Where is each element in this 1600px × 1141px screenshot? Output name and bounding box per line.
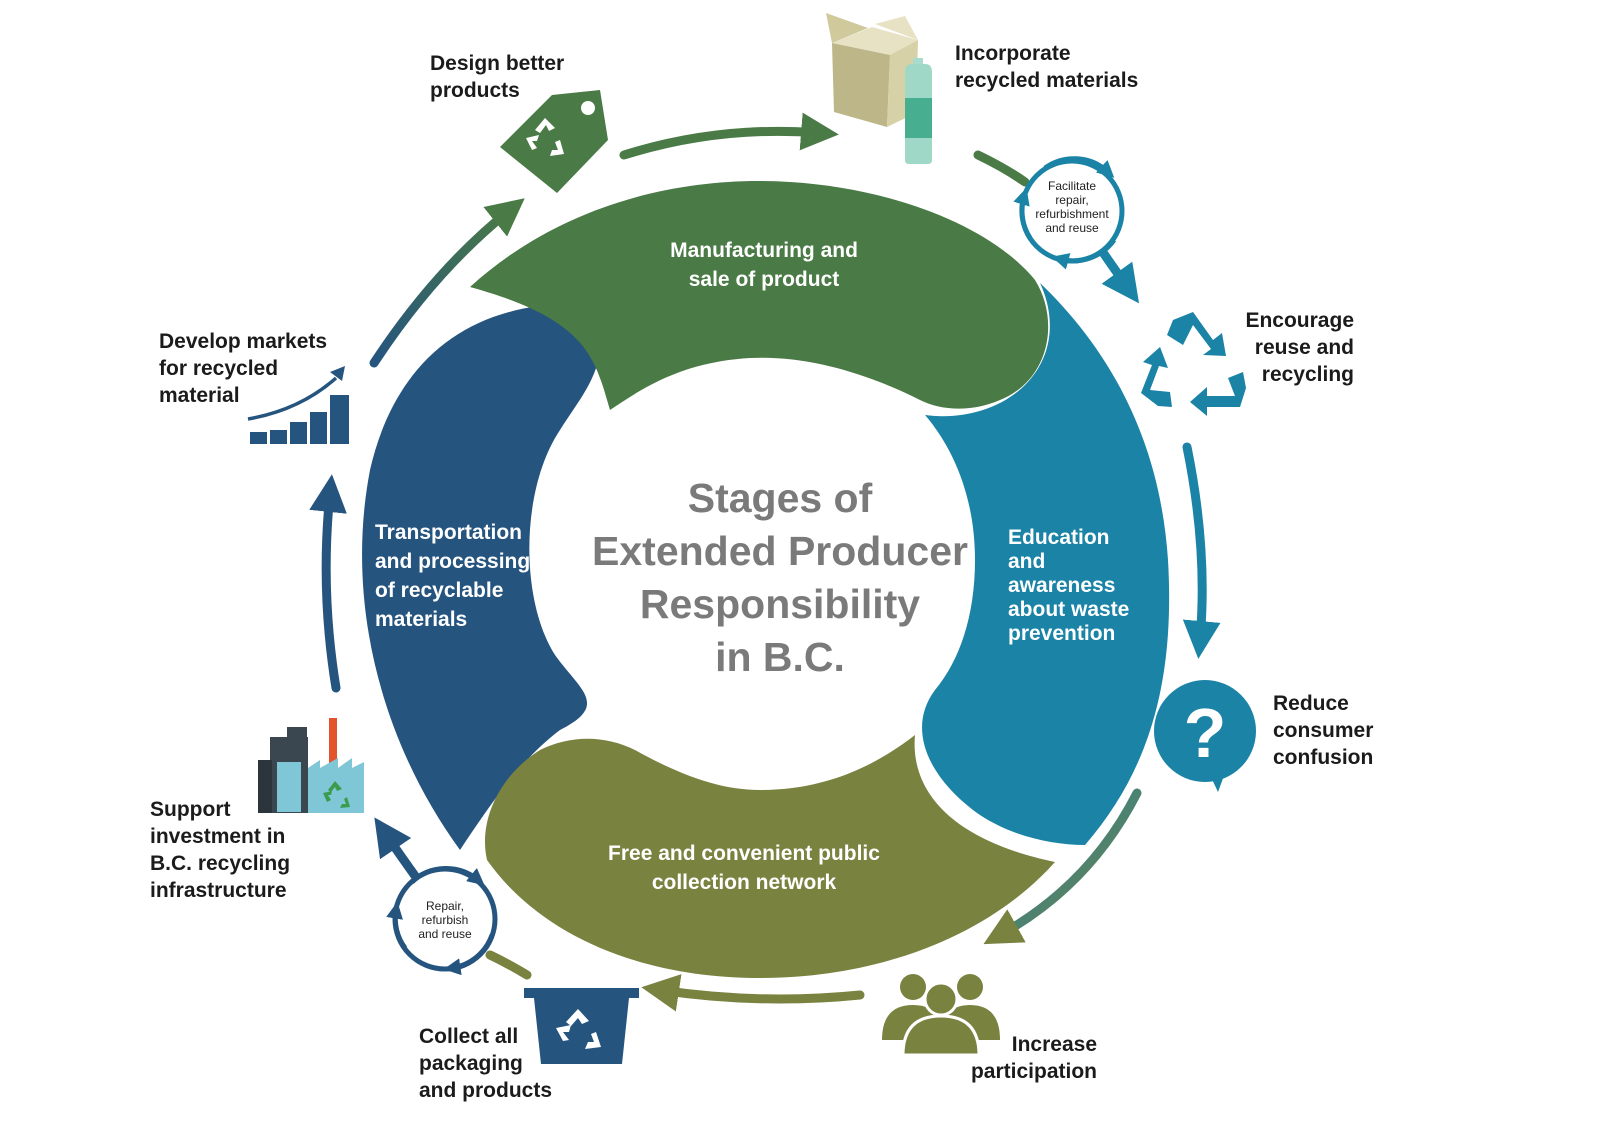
label-repair-line-1: Repair, <box>425 899 465 913</box>
segment-transportation-line-4: materials <box>375 608 468 631</box>
segment-education-line-4: about waste <box>1008 598 1130 621</box>
outer-arrows <box>309 112 1221 1012</box>
label-develop: Develop markets for recycled material <box>159 328 327 409</box>
segment-collection-label: Free and convenient public collection ne… <box>594 839 894 897</box>
label-facilitate-line-1: Facilitate <box>1047 179 1097 193</box>
recycling-bin-icon <box>524 988 639 1064</box>
label-collect-line-2: packaging <box>419 1052 523 1075</box>
label-design-line-2: products <box>430 79 520 102</box>
label-design-line-1: Design better <box>430 52 565 75</box>
segment-manufacturing-label: Manufacturing and sale of product <box>654 236 874 294</box>
label-incorporate-line-2: recycled materials <box>955 69 1139 92</box>
label-reduce-line-1: Reduce <box>1273 692 1349 715</box>
loop-facilitate <box>1013 156 1125 270</box>
label-encourage-line-1: Encourage <box>1245 309 1354 332</box>
label-facilitate-line-4: and reuse <box>1045 221 1099 235</box>
arrow-encourage-to-reduce <box>1182 442 1221 659</box>
arrow-facilitate-to-encourage <box>1095 243 1140 304</box>
label-facilitate-line-2: repair, <box>1055 193 1089 207</box>
label-support-line-4: infrastructure <box>150 879 287 902</box>
price-tag-recycle-icon <box>500 90 608 193</box>
arrow-incorporate-to-facilitate <box>973 150 1030 187</box>
label-increase-line-2: participation <box>970 1060 1097 1083</box>
label-encourage-line-2: reuse and <box>1254 336 1354 359</box>
label-incorporate: Incorporate recycled materials <box>955 40 1138 94</box>
segment-education-line-3: awareness <box>1008 574 1116 597</box>
label-design: Design better products <box>430 50 564 104</box>
segment-collection <box>484 735 1055 978</box>
label-develop-line-2: for recycled <box>159 357 279 380</box>
label-reduce-line-2: consumer <box>1273 719 1374 742</box>
label-reduce: Reduce consumer confusion <box>1273 690 1373 771</box>
segment-education-line-1: Education <box>1008 526 1110 549</box>
label-facilitate: Facilitate repair, refurbishment and reu… <box>1017 179 1127 235</box>
label-support-line-1: Support <box>150 798 231 821</box>
label-support: Support investment in B.C. recycling inf… <box>150 796 290 904</box>
diagram-title: Stages of Extended Producer Responsibili… <box>560 472 1000 684</box>
growth-chart-icon <box>247 366 349 444</box>
arrow-support-to-develop <box>309 474 347 693</box>
label-reduce-line-3: confusion <box>1273 746 1374 769</box>
label-develop-line-3: material <box>159 384 240 407</box>
arrow-reduce-to-increase <box>983 788 1142 945</box>
label-support-line-3: B.C. recycling <box>150 852 291 875</box>
ring <box>362 181 1170 978</box>
segment-education-line-5: prevention <box>1008 622 1116 645</box>
recycle-arrows-icon <box>1141 312 1246 416</box>
title-line-1: Stages of <box>687 475 873 521</box>
box-and-bottle-icon <box>826 13 932 164</box>
people-group-icon <box>882 974 1000 1057</box>
segment-transportation-label: Transportation and processing of recycla… <box>375 518 530 634</box>
segment-education-label: Education and awareness about waste prev… <box>1008 526 1129 646</box>
title-line-3: Responsibility <box>639 581 921 627</box>
loop-repair <box>386 866 498 976</box>
segment-manufacturing-line-1: Manufacturing and <box>670 239 858 262</box>
label-develop-line-1: Develop markets <box>159 330 328 353</box>
segment-transportation-line-2: and processing <box>375 550 531 573</box>
label-collect-line-3: and products <box>419 1079 553 1102</box>
segment-transportation <box>362 303 600 850</box>
label-repair-line-2: refurbish <box>421 913 469 927</box>
label-encourage-line-3: recycling <box>1261 363 1354 386</box>
segment-collection-line-1: Free and convenient public <box>608 842 880 865</box>
segment-collection-line-2: collection network <box>651 871 837 894</box>
label-repair: Repair, refurbish and reuse <box>395 899 495 941</box>
arrow-collect-to-repair <box>485 950 532 980</box>
svg-text:?: ? <box>1184 694 1227 772</box>
segment-manufacturing-line-2: sale of product <box>688 268 840 291</box>
question-bubble-icon: ? <box>1154 680 1256 792</box>
label-incorporate-line-1: Incorporate <box>955 42 1071 65</box>
segment-manufacturing <box>470 181 1049 410</box>
title-line-4: in B.C. <box>715 634 845 680</box>
arrow-develop-to-design <box>369 198 525 368</box>
arrow-design-to-incorporate <box>619 112 839 160</box>
segment-transportation-line-3: of recyclable <box>375 579 504 602</box>
label-support-line-2: investment in <box>150 825 286 848</box>
label-increase: Increase participation <box>940 1031 1097 1085</box>
label-collect: Collect all packaging and products <box>419 1023 552 1104</box>
label-repair-line-3: and reuse <box>418 927 472 941</box>
label-increase-line-1: Increase <box>1011 1033 1097 1056</box>
arrow-repair-to-support <box>374 817 423 885</box>
segment-transportation-line-1: Transportation <box>375 521 523 544</box>
segment-education-line-2: and <box>1008 550 1046 573</box>
title-line-2: Extended Producer <box>592 528 968 574</box>
segment-education <box>922 283 1170 845</box>
arrow-increase-to-collect <box>641 974 865 1012</box>
label-encourage: Encourage reuse and recycling <box>1200 307 1354 388</box>
label-facilitate-line-3: refurbishment <box>1035 207 1109 221</box>
factory-icon <box>258 718 364 813</box>
label-collect-line-1: Collect all <box>419 1025 519 1048</box>
